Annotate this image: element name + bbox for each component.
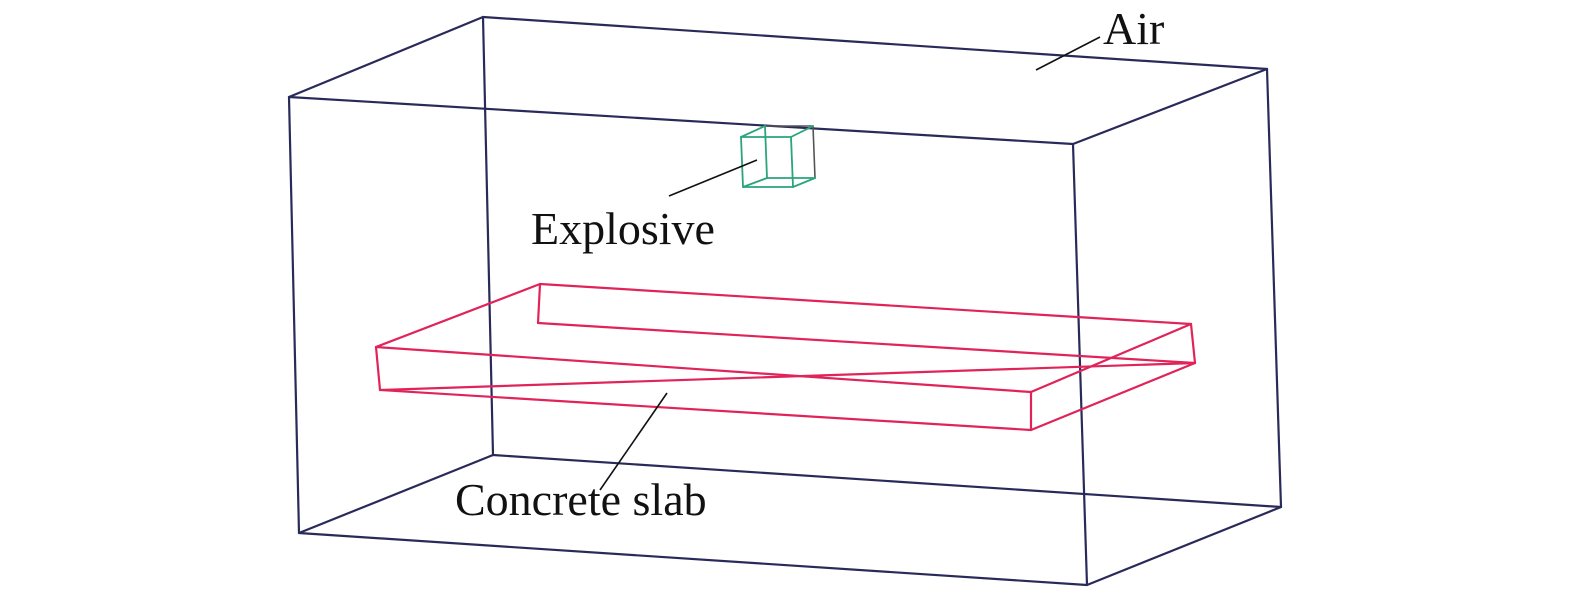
explosive-back-right-edge — [812, 125, 816, 179]
air-leader-line — [1035, 36, 1101, 71]
explosive-top-right-edge — [790, 125, 814, 138]
air-box-bottom-right-edge — [1085, 505, 1283, 587]
air-box-right-vertical — [1265, 67, 1283, 509]
air-domain-box — [287, 15, 1283, 587]
air-box-back-left-vertical — [481, 15, 495, 457]
explosive-top-left-edge — [740, 125, 766, 138]
slab-label: Concrete slab — [455, 474, 707, 525]
air-label: Air — [1103, 3, 1164, 54]
air-box-top-right-edge — [1071, 67, 1269, 146]
slab-hidden-back-bottom — [536, 321, 1197, 365]
slab-leader-line — [599, 392, 668, 491]
explosive-bottom-left-edge — [742, 177, 768, 188]
explosive-back-vertical-inner — [764, 125, 768, 179]
slab-bottom-face-outline — [378, 361, 1197, 432]
explosive-charge — [740, 125, 816, 188]
slab-edge-left-back — [536, 282, 542, 325]
explosive-label: Explosive — [531, 203, 715, 254]
slab-edge-left-front — [374, 345, 382, 392]
explosive-leader-line — [668, 159, 758, 197]
explosive-bottom-right-edge — [792, 177, 816, 188]
slab-edge-right-back — [1189, 322, 1197, 365]
air-box-back-bottom-right — [491, 453, 1283, 509]
air-box-back-bottom-left — [297, 453, 495, 535]
concrete-slab — [374, 282, 1197, 432]
